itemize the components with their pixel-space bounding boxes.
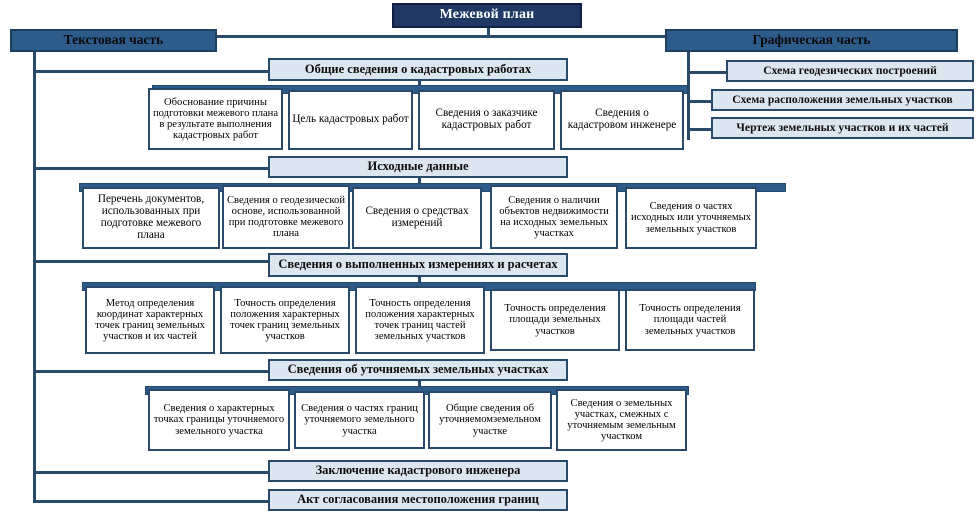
section-header-boundary-agreement[interactable]: Акт согласования местоположения границ [268, 489, 568, 511]
branch-text-part[interactable]: Текстовая часть [10, 29, 217, 52]
leaf-documents-list[interactable]: Перечень документов, использованных при … [82, 187, 220, 249]
connector-right-branch-3 [687, 128, 712, 131]
leaf-coordinate-method-label: Метод определения координат характерных … [95, 297, 205, 343]
graphic-item-scheme-geodetic-label: Схема геодезических построений [763, 63, 937, 77]
leaf-accuracy-area-parts[interactable]: Точность определения площади частей земе… [625, 289, 755, 351]
leaf-general-parcel-info[interactable]: Общие сведения об уточняемомземельном уч… [428, 391, 552, 449]
connector-top-spine [117, 35, 770, 38]
graphic-item-drawing-parcels-label: Чертеж земельных участков и их частей [736, 120, 949, 134]
leaf-real-estate-presence-label: Сведения о наличии объектов недвижимости… [499, 194, 609, 240]
leaf-cadastral-engineer-info-label: Сведения о кадастровом инженере [567, 107, 677, 131]
root-node-mezhevoy-plan[interactable]: Межевой план [392, 3, 582, 28]
leaf-measuring-instruments[interactable]: Сведения о средствах измерений [352, 187, 482, 249]
leaf-boundary-points[interactable]: Сведения о характерных точках границы ут… [148, 389, 290, 451]
leaf-cadastral-engineer-info[interactable]: Сведения о кадастровом инженере [560, 90, 684, 150]
leaf-documents-list-label: Перечень документов, использованных при … [97, 193, 205, 241]
leaf-adjacent-parcels-label: Сведения о земельных участках, смежных с… [567, 397, 676, 443]
connector-left-branch-2 [33, 167, 273, 170]
connector-left-branch-3 [33, 260, 273, 263]
connector-root-down [487, 26, 490, 37]
leaf-accuracy-area-parcels[interactable]: Точность определения площади земельных у… [490, 289, 620, 351]
connector-left-branch-4 [33, 370, 273, 373]
leaf-justification-reason-label: Обоснование причины подготовки межевого … [152, 96, 279, 142]
graphic-item-scheme-location[interactable]: Схема расположения земельных участков [711, 89, 974, 111]
section-header-boundary-agreement-label: Акт согласования местоположения границ [297, 492, 539, 507]
section-header-measurements-label: Сведения о выполненных измерениях и расч… [278, 257, 558, 272]
leaf-justification-reason[interactable]: Обоснование причины подготовки межевого … [148, 88, 283, 150]
leaf-accuracy-points-parcels[interactable]: Точность определения положения характерн… [220, 286, 350, 354]
leaf-purpose-cadastral-works[interactable]: Цель кадастровых работ [288, 90, 413, 150]
section-header-general-info[interactable]: Общие сведения о кадастровых работах [268, 58, 568, 81]
graphic-item-drawing-parcels[interactable]: Чертеж земельных участков и их частей [711, 117, 974, 139]
section-header-initial-data-label: Исходные данные [367, 159, 469, 174]
leaf-boundary-parts-label: Сведения о частях границ уточняемого зем… [301, 403, 418, 437]
leaf-geodetic-basis[interactable]: Сведения о геодезической основе, использ… [222, 185, 350, 249]
branch-text-part-label: Текстовая часть [63, 32, 164, 48]
leaf-parcel-parts-info[interactable]: Сведения о частях исходных или уточняемы… [625, 187, 757, 249]
leaf-general-parcel-info-label: Общие сведения об уточняемомземельном уч… [439, 403, 541, 437]
connector-left-branch-5 [33, 471, 273, 474]
leaf-accuracy-points-parts-label: Точность определения положения характерн… [365, 297, 475, 343]
section-header-specified-parcels[interactable]: Сведения об уточняемых земельных участка… [268, 359, 568, 381]
connector-left-branch-1 [33, 70, 273, 73]
graphic-item-scheme-geodetic[interactable]: Схема геодезических построений [726, 60, 974, 82]
leaf-boundary-parts[interactable]: Сведения о частях границ уточняемого зем… [294, 391, 425, 449]
connector-right-branch-1 [687, 71, 727, 74]
section-header-general-info-label: Общие сведения о кадастровых работах [304, 61, 532, 76]
leaf-customer-info-label: Сведения о заказчике кадастровых работ [435, 107, 538, 131]
connector-left-branch-6 [33, 500, 273, 503]
leaf-accuracy-points-parts[interactable]: Точность определения положения характерн… [355, 286, 485, 354]
section-header-engineer-conclusion[interactable]: Заключение кадастрового инженера [268, 460, 568, 482]
connector-left-trunk [33, 52, 36, 503]
connector-right-branch-2 [687, 100, 712, 103]
section-header-measurements[interactable]: Сведения о выполненных измерениях и расч… [268, 253, 568, 277]
branch-graphic-part[interactable]: Графическая часть [665, 29, 958, 52]
leaf-real-estate-presence[interactable]: Сведения о наличии объектов недвижимости… [490, 185, 618, 249]
leaf-purpose-cadastral-works-label: Цель кадастровых работ [292, 113, 409, 126]
connector-right-trunk [687, 52, 690, 140]
leaf-parcel-parts-info-label: Сведения о частях исходных или уточняемы… [630, 201, 751, 235]
leaf-accuracy-area-parcels-label: Точность определения площади земельных у… [504, 303, 606, 337]
leaf-boundary-points-label: Сведения о характерных точках границы ут… [153, 403, 285, 437]
leaf-customer-info[interactable]: Сведения о заказчике кадастровых работ [418, 90, 555, 150]
section-header-specified-parcels-label: Сведения об уточняемых земельных участка… [287, 362, 549, 377]
root-node-label: Межевой план [439, 7, 535, 23]
connector-section4-drop [418, 381, 421, 389]
connector-section2-drop [418, 178, 421, 187]
section-header-engineer-conclusion-label: Заключение кадастрового инженера [315, 463, 521, 478]
leaf-accuracy-points-parcels-label: Точность определения положения характерн… [230, 297, 340, 343]
branch-graphic-part-label: Графическая часть [752, 32, 871, 48]
leaf-accuracy-area-parts-label: Точность определения площади частей земе… [639, 303, 741, 337]
leaf-measuring-instruments-label: Сведения о средствах измерений [365, 205, 469, 229]
leaf-adjacent-parcels[interactable]: Сведения о земельных участках, смежных с… [556, 389, 687, 451]
section-header-initial-data[interactable]: Исходные данные [268, 156, 568, 178]
graphic-item-scheme-location-label: Схема расположения земельных участков [732, 92, 953, 106]
connector-section3-drop [418, 277, 421, 285]
leaf-geodetic-basis-label: Сведения о геодезической основе, использ… [226, 194, 345, 240]
leaf-coordinate-method[interactable]: Метод определения координат характерных … [85, 286, 215, 354]
